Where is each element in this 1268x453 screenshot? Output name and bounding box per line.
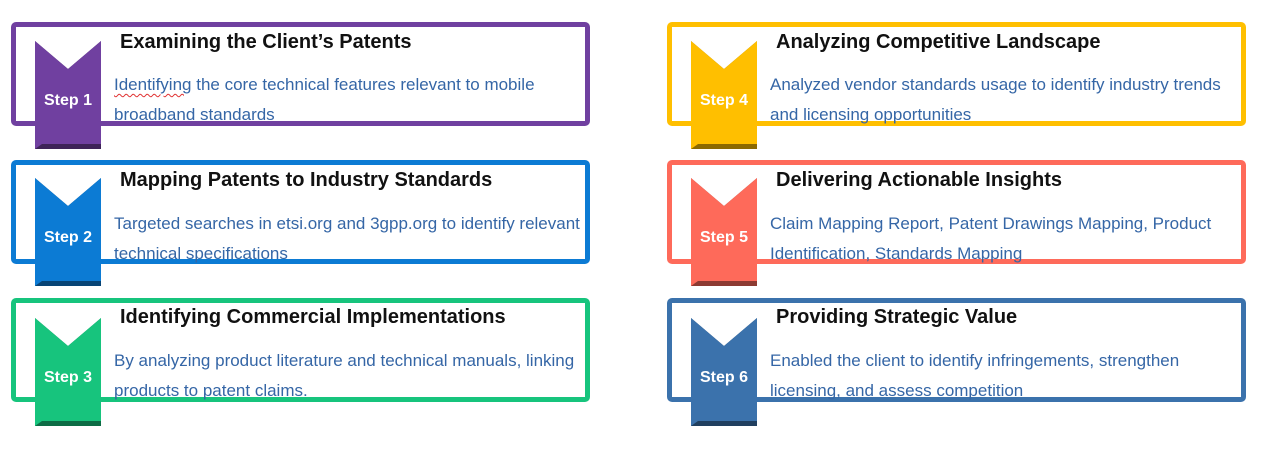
step-title: Examining the Client’s Patents [120,30,412,54]
step-description: Targeted searches in etsi.org and 3gpp.o… [114,209,584,269]
step-label: Step 1 [35,91,101,111]
spellcheck-flagged-word: Identifying [114,75,192,94]
step-ribbon-2: Step 2 [35,178,101,286]
step-ribbon-5: Step 5 [691,178,757,286]
step-label: Step 4 [691,91,757,111]
step-description-text: Targeted searches in etsi.org and 3gpp.o… [114,214,580,263]
step-description: Claim Mapping Report, Patent Drawings Ma… [770,209,1240,269]
step-description: Identifying the core technical features … [114,70,584,130]
step-description: Analyzed vendor standards usage to ident… [770,70,1240,130]
step-label: Step 5 [691,228,757,248]
step-ribbon-4: Step 4 [691,41,757,149]
step-title: Identifying Commercial Implementations [120,305,506,329]
step-description: Enabled the client to identify infringem… [770,346,1240,406]
step-title: Mapping Patents to Industry Standards [120,168,492,192]
step-description-text: Claim Mapping Report, Patent Drawings Ma… [770,214,1211,263]
step-label: Step 3 [35,368,101,388]
step-ribbon-6: Step 6 [691,318,757,426]
step-description-text: By analyzing product literature and tech… [114,351,574,400]
step-description: By analyzing product literature and tech… [114,346,584,406]
step-label: Step 6 [691,368,757,388]
step-ribbon-1: Step 1 [35,41,101,149]
step-title: Delivering Actionable Insights [776,168,1062,192]
step-title: Providing Strategic Value [776,305,1017,329]
step-title: Analyzing Competitive Landscape [776,30,1101,54]
step-ribbon-3: Step 3 [35,318,101,426]
step-description-text: Enabled the client to identify infringem… [770,351,1179,400]
step-label: Step 2 [35,228,101,248]
step-description-text: Analyzed vendor standards usage to ident… [770,75,1221,124]
